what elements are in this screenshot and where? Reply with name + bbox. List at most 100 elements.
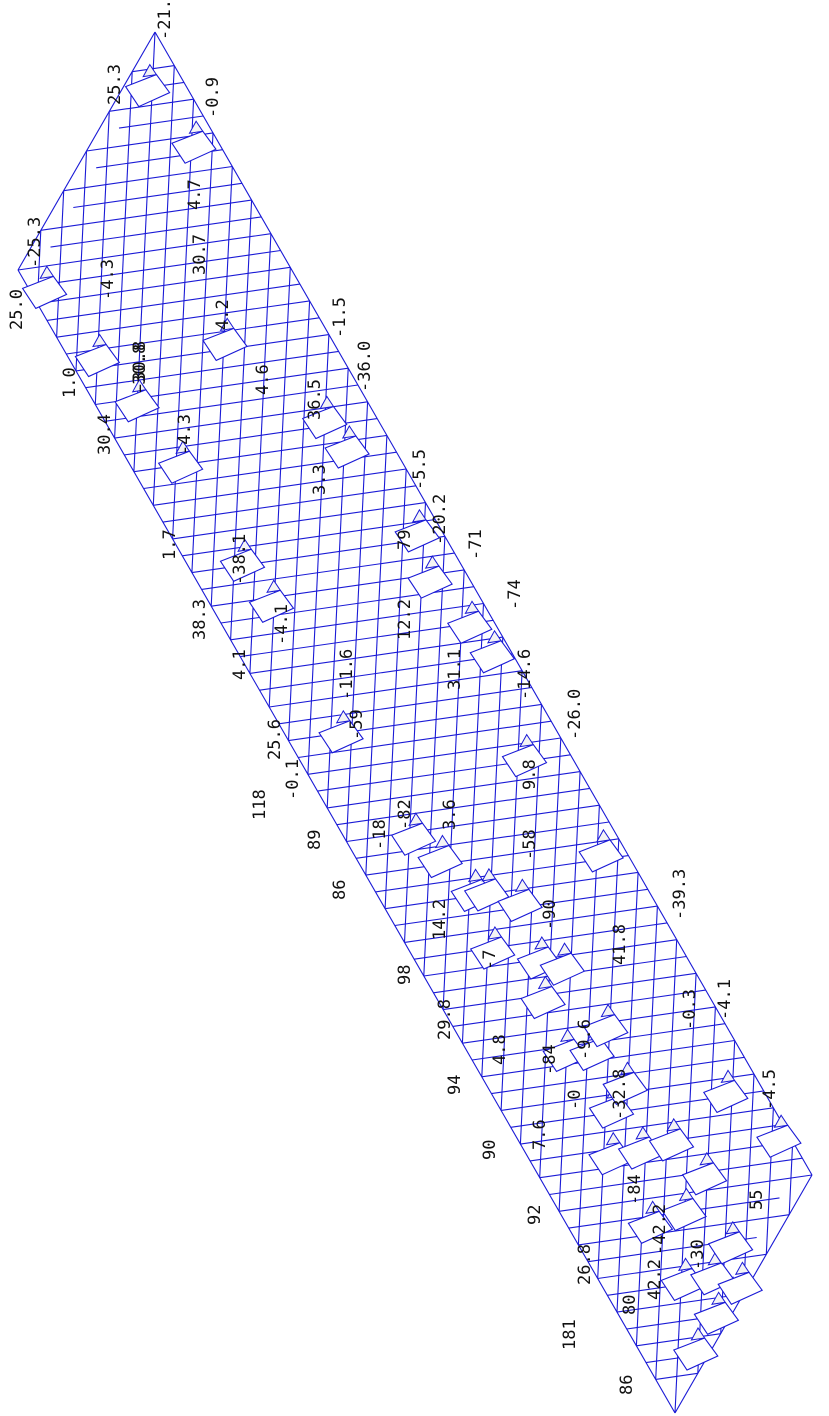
value-label: 1.0 — [60, 367, 80, 398]
mesh-diagonal — [104, 384, 358, 422]
peak-marker — [469, 926, 516, 970]
value-label: 42.2 — [645, 1259, 665, 1300]
value-label: -0 — [565, 1090, 585, 1110]
mesh-diagonal — [278, 686, 532, 725]
value-label: -4.3 — [175, 414, 195, 455]
mesh-diagonal — [491, 1056, 745, 1095]
value-label: 26.8 — [575, 1244, 595, 1285]
value-label: -59 — [347, 709, 367, 740]
value-label: -5.5 — [410, 449, 430, 490]
value-label: -38.1 — [230, 534, 250, 585]
mesh-diagonal — [616, 1293, 744, 1313]
peak-marker — [21, 265, 68, 310]
peak-marker — [463, 867, 510, 912]
value-label: 86 — [617, 1375, 637, 1395]
mesh-diagonal — [655, 1372, 698, 1380]
mesh-diagonal — [118, 115, 204, 129]
mesh-diagonal — [452, 989, 706, 1027]
peak-marker — [497, 878, 543, 923]
value-label: 41.8 — [610, 924, 630, 965]
mesh-diagonal — [50, 216, 262, 248]
peak-marker — [578, 828, 625, 873]
value-label: -20.2 — [430, 494, 450, 545]
value-label: -11.6 — [337, 649, 357, 700]
mesh-diagonal — [27, 249, 281, 288]
value-label: 9.8 — [520, 759, 540, 790]
value-label: -4.3 — [98, 259, 118, 300]
value-label: -36.0 — [355, 341, 375, 392]
peak-marker — [301, 395, 348, 440]
peak-marker — [648, 1117, 695, 1162]
peak-marker — [318, 709, 364, 754]
value-label: -0.9 — [203, 77, 223, 118]
mesh-diagonal — [162, 485, 416, 523]
value-label: 92 — [525, 1205, 545, 1225]
value-label: 25.0 — [7, 289, 27, 330]
peak-marker — [717, 1261, 764, 1305]
value-label: 31.1 — [445, 649, 465, 690]
peak-marker — [417, 834, 464, 879]
value-label: -0.3 — [680, 989, 700, 1030]
value-label: 4.6 — [253, 364, 273, 395]
value-label: -30.8 — [130, 341, 150, 392]
peak-marker — [248, 579, 295, 623]
mesh-diagonal — [549, 1157, 803, 1196]
value-label: 80 — [620, 1295, 640, 1315]
value-label: 98 — [395, 965, 415, 985]
value-label: 4.2 — [213, 299, 233, 330]
peak-marker — [582, 1003, 629, 1048]
value-label: 79 — [395, 530, 415, 550]
value-label: -14.6 — [515, 649, 535, 700]
peak-marker — [539, 942, 586, 986]
mesh-diagonal — [365, 435, 388, 876]
peak-marker — [702, 1069, 749, 1114]
value-label: 14.2 — [430, 899, 450, 940]
value-label: 30.4 — [95, 414, 115, 455]
value-label: 94 — [445, 1075, 465, 1095]
value-label: -30 — [688, 1239, 708, 1270]
value-label: 36.5 — [305, 379, 325, 420]
peak-marker — [602, 1061, 649, 1105]
peak-marker — [520, 975, 566, 1020]
value-label: -39.3 — [670, 869, 690, 920]
value-label: 4.8 — [490, 1034, 510, 1065]
mesh-diagonal — [578, 1214, 790, 1246]
value-label: -42.2 — [650, 1204, 670, 1255]
peak-marker — [501, 733, 548, 778]
peak-marker — [446, 600, 493, 644]
value-label: -0.1 — [283, 759, 303, 800]
value-label: -4.5 — [760, 1069, 780, 1110]
value-label: -7 — [480, 950, 500, 970]
value-label: 86 — [330, 880, 350, 900]
peak-marker — [672, 1327, 719, 1371]
peak-marker — [202, 317, 248, 362]
peak-marker — [394, 508, 441, 553]
value-label: -84 — [540, 1044, 560, 1075]
peak-marker — [693, 1291, 740, 1335]
value-label: -74 — [505, 579, 525, 610]
value-label: 90 — [480, 1140, 500, 1160]
peak-marker — [171, 120, 217, 164]
mesh-diagonal — [259, 653, 513, 691]
peak-marker — [469, 629, 516, 674]
value-label: -4.1 — [272, 604, 292, 645]
mesh-diagonal — [85, 350, 339, 389]
peak-marker — [627, 1200, 674, 1244]
peak-marker — [114, 378, 160, 423]
value-label: 3.3 — [310, 464, 330, 495]
value-label: 7.6 — [530, 1119, 550, 1150]
value-label: 1.7 — [160, 529, 180, 560]
mesh-diagonal — [73, 182, 243, 209]
value-label: -84 — [625, 1174, 645, 1205]
peak-marker — [157, 440, 204, 484]
peak-marker — [661, 1187, 707, 1232]
value-label: 181 — [560, 1319, 580, 1350]
peak-marker — [407, 555, 453, 599]
value-label: -82 — [395, 799, 415, 830]
value-label: 89 — [305, 830, 325, 850]
value-label: -18 — [370, 819, 390, 850]
mesh-diagonal — [636, 1333, 721, 1347]
value-label: -1.5 — [330, 297, 350, 338]
mesh-diagonal — [287, 300, 311, 741]
mesh-diagonal — [403, 502, 427, 943]
